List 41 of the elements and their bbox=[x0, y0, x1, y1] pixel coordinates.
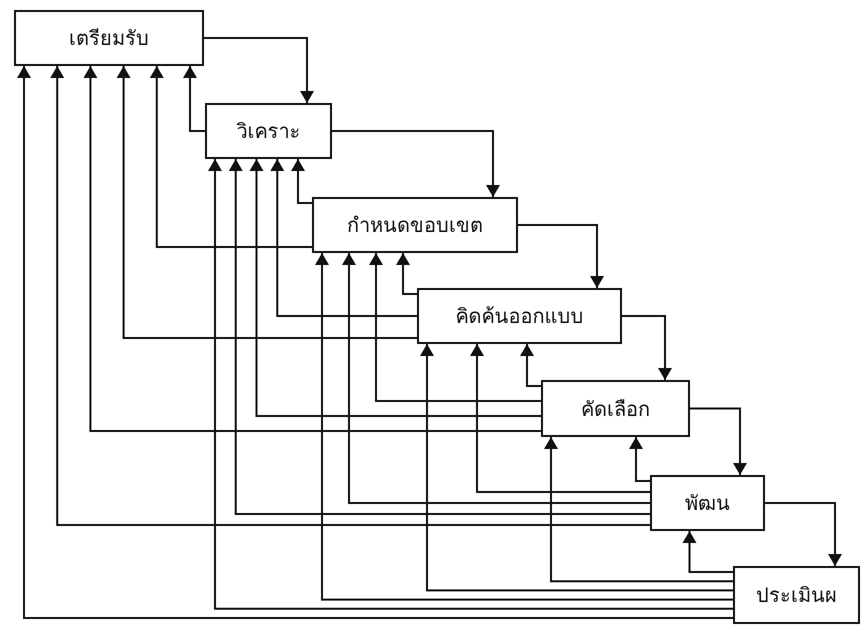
process-box bbox=[650, 475, 765, 531]
arrow bbox=[629, 437, 650, 482]
process-box bbox=[541, 380, 690, 437]
step-label: พัฒน bbox=[685, 490, 730, 517]
step-label: วิเคราะ bbox=[236, 118, 300, 145]
arrow bbox=[420, 344, 733, 592]
arrow bbox=[204, 37, 314, 103]
step-label: คัดเลือก bbox=[581, 396, 650, 422]
process-box bbox=[14, 10, 204, 66]
process-box bbox=[733, 566, 860, 624]
process-box bbox=[205, 103, 332, 159]
arrow bbox=[622, 315, 672, 380]
arrow bbox=[518, 224, 604, 288]
arrow bbox=[83, 66, 541, 432]
arrow bbox=[183, 66, 205, 132]
arrow bbox=[250, 159, 541, 417]
arrow bbox=[116, 66, 417, 339]
arrow bbox=[682, 531, 733, 573]
step-label: กำหนดขอบเขต bbox=[347, 212, 483, 239]
arrow bbox=[544, 437, 733, 582]
arrow bbox=[765, 502, 842, 566]
arrow bbox=[332, 130, 500, 197]
arrow bbox=[270, 159, 417, 317]
arrow bbox=[690, 408, 747, 475]
process-box bbox=[417, 288, 622, 344]
step-label: ประเมินผ bbox=[756, 582, 837, 609]
step-label: เตรียมรับ bbox=[69, 25, 149, 52]
step-label: คิดค้นออกแบบ bbox=[456, 303, 584, 330]
arrow bbox=[520, 344, 541, 387]
arrow bbox=[369, 253, 541, 402]
arrow bbox=[291, 159, 312, 204]
arrow bbox=[17, 66, 733, 619]
arrow bbox=[228, 159, 650, 515]
arrow bbox=[208, 159, 733, 610]
arrow bbox=[470, 344, 650, 493]
arrow bbox=[396, 253, 417, 295]
arrow bbox=[315, 253, 733, 601]
arrow bbox=[50, 66, 650, 526]
process-box bbox=[312, 197, 518, 253]
arrow bbox=[150, 66, 312, 248]
arrow bbox=[342, 253, 650, 504]
